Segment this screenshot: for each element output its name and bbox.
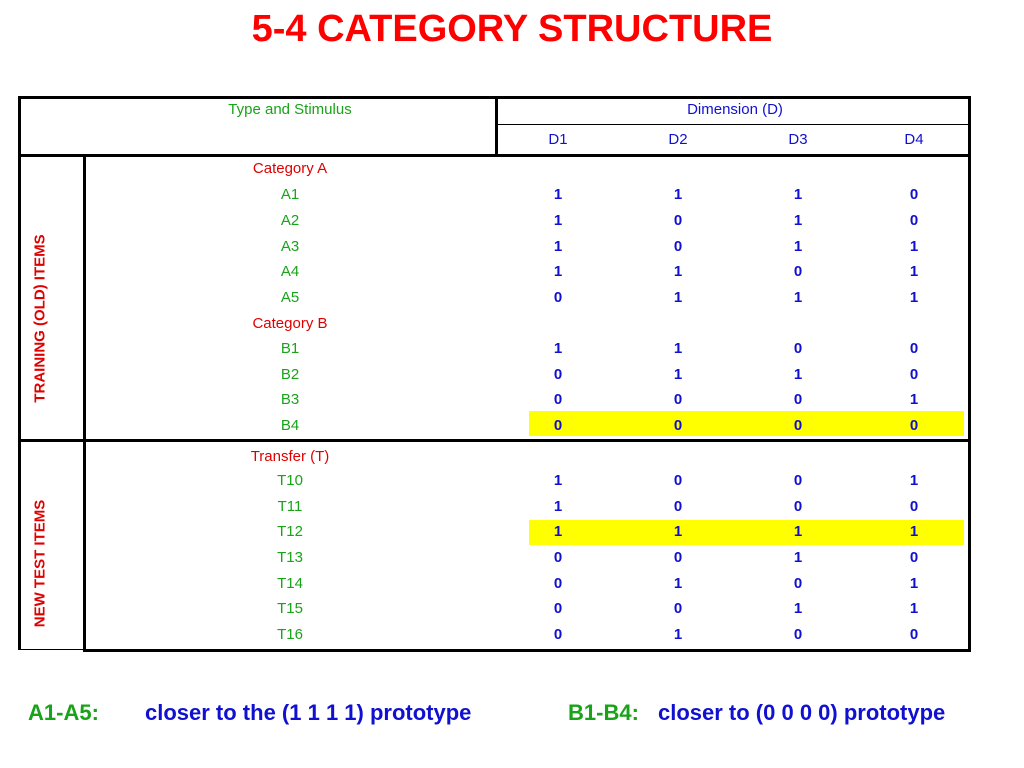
- value-cell-d1: 1: [553, 212, 563, 229]
- value-cell-d1: 1: [553, 498, 563, 515]
- stimulus-label: A2: [280, 212, 300, 229]
- value-cell-d2: 1: [673, 340, 683, 357]
- new-test-items-label: NEW TEST ITEMS: [31, 499, 49, 628]
- value-cell-d4: 1: [909, 391, 919, 408]
- value-cell-d2: 1: [673, 366, 683, 383]
- stimulus-label: B4: [280, 417, 300, 434]
- value-cell-d3: 0: [793, 391, 803, 408]
- value-cell-d4: 1: [909, 289, 919, 306]
- value-cell-d1: 1: [553, 186, 563, 203]
- value-cell-d4: 0: [909, 340, 919, 357]
- value-cell-d3: 1: [793, 366, 803, 383]
- category-label: Category A: [252, 160, 328, 177]
- value-cell-d3: 1: [793, 212, 803, 229]
- value-cell-d4: 0: [909, 626, 919, 643]
- category-label: Transfer (T): [250, 448, 330, 465]
- stimulus-label: B1: [280, 340, 300, 357]
- value-cell-d1: 1: [553, 238, 563, 255]
- value-cell-d3: 1: [793, 238, 803, 255]
- value-cell-d2: 0: [673, 472, 683, 489]
- value-cell-d4: 1: [909, 523, 919, 540]
- value-cell-d4: 1: [909, 575, 919, 592]
- value-cell-d3: 0: [793, 263, 803, 280]
- value-cell-d4: 0: [909, 186, 919, 203]
- value-cell-d3: 1: [793, 186, 803, 203]
- value-cell-d4: 1: [909, 600, 919, 617]
- page-title: 5-4 CATEGORY STRUCTURE: [251, 8, 773, 50]
- value-cell-d1: 0: [553, 289, 563, 306]
- value-cell-d1: 1: [553, 523, 563, 540]
- dimension-header: Dimension (D): [687, 101, 783, 118]
- value-cell-d4: 0: [909, 498, 919, 515]
- value-cell-d4: 0: [909, 549, 919, 566]
- value-cell-d2: 1: [673, 626, 683, 643]
- stimulus-label: T14: [277, 575, 303, 592]
- value-cell-d1: 0: [553, 549, 563, 566]
- stimulus-label: T11: [277, 498, 303, 515]
- type-stimulus-header: Type and Stimulus: [228, 101, 352, 118]
- highlight-b4: [529, 411, 964, 436]
- stimulus-label: B3: [280, 391, 300, 408]
- stimulus-label: A5: [280, 289, 300, 306]
- stimulus-label: T10: [277, 472, 303, 489]
- value-cell-d2: 0: [673, 391, 683, 408]
- value-cell-d2: 1: [673, 523, 683, 540]
- stimulus-label: A1: [280, 186, 300, 203]
- value-cell-d1: 1: [553, 340, 563, 357]
- footer-a-text: closer to the (1 1 1 1) prototype: [145, 700, 472, 725]
- footer-b-text: closer to (0 0 0 0) prototype: [658, 700, 946, 725]
- value-cell-d2: 0: [673, 238, 683, 255]
- value-cell-d3: 0: [793, 626, 803, 643]
- value-cell-d4: 0: [909, 417, 919, 434]
- value-cell-d2: 1: [673, 289, 683, 306]
- stimulus-label: T13: [277, 549, 303, 566]
- value-cell-d2: 1: [673, 263, 683, 280]
- value-cell-d1: 0: [553, 575, 563, 592]
- dim-header-d2: D2: [668, 131, 688, 148]
- stimulus-label: A4: [280, 263, 300, 280]
- value-cell-d3: 0: [793, 340, 803, 357]
- footer-a-label: A1-A5:: [28, 700, 99, 725]
- stimulus-label: T15: [277, 600, 303, 617]
- value-cell-d1: 0: [553, 600, 563, 617]
- highlight-t12: [529, 520, 964, 545]
- dim-header-d1: D1: [548, 131, 568, 148]
- dim-header-d3: D3: [788, 131, 808, 148]
- value-cell-d3: 0: [793, 417, 803, 434]
- value-cell-d4: 1: [909, 238, 919, 255]
- value-cell-d2: 0: [673, 600, 683, 617]
- value-cell-d1: 0: [553, 417, 563, 434]
- category-label: Category B: [252, 315, 328, 332]
- value-cell-d4: 0: [909, 366, 919, 383]
- value-cell-d3: 1: [793, 289, 803, 306]
- stimulus-label: T12: [277, 523, 303, 540]
- stimulus-label: T16: [277, 626, 303, 643]
- value-cell-d1: 1: [553, 263, 563, 280]
- value-cell-d4: 0: [909, 212, 919, 229]
- value-cell-d3: 1: [793, 549, 803, 566]
- value-cell-d2: 0: [673, 498, 683, 515]
- stimulus-label: B2: [280, 366, 300, 383]
- stimulus-label: A3: [280, 238, 300, 255]
- value-cell-d1: 1: [553, 472, 563, 489]
- training-items-label: TRAINING (OLD) ITEMS: [31, 234, 49, 403]
- value-cell-d2: 0: [673, 417, 683, 434]
- dim-header-d4: D4: [904, 131, 924, 148]
- value-cell-d3: 1: [793, 523, 803, 540]
- value-cell-d4: 1: [909, 263, 919, 280]
- value-cell-d3: 0: [793, 575, 803, 592]
- footer-b-label: B1-B4:: [568, 700, 639, 725]
- value-cell-d4: 1: [909, 472, 919, 489]
- value-cell-d3: 0: [793, 472, 803, 489]
- value-cell-d2: 1: [673, 186, 683, 203]
- value-cell-d2: 0: [673, 549, 683, 566]
- value-cell-d2: 0: [673, 212, 683, 229]
- value-cell-d3: 1: [793, 600, 803, 617]
- value-cell-d1: 0: [553, 626, 563, 643]
- value-cell-d1: 0: [553, 366, 563, 383]
- value-cell-d2: 1: [673, 575, 683, 592]
- value-cell-d1: 0: [553, 391, 563, 408]
- value-cell-d3: 0: [793, 498, 803, 515]
